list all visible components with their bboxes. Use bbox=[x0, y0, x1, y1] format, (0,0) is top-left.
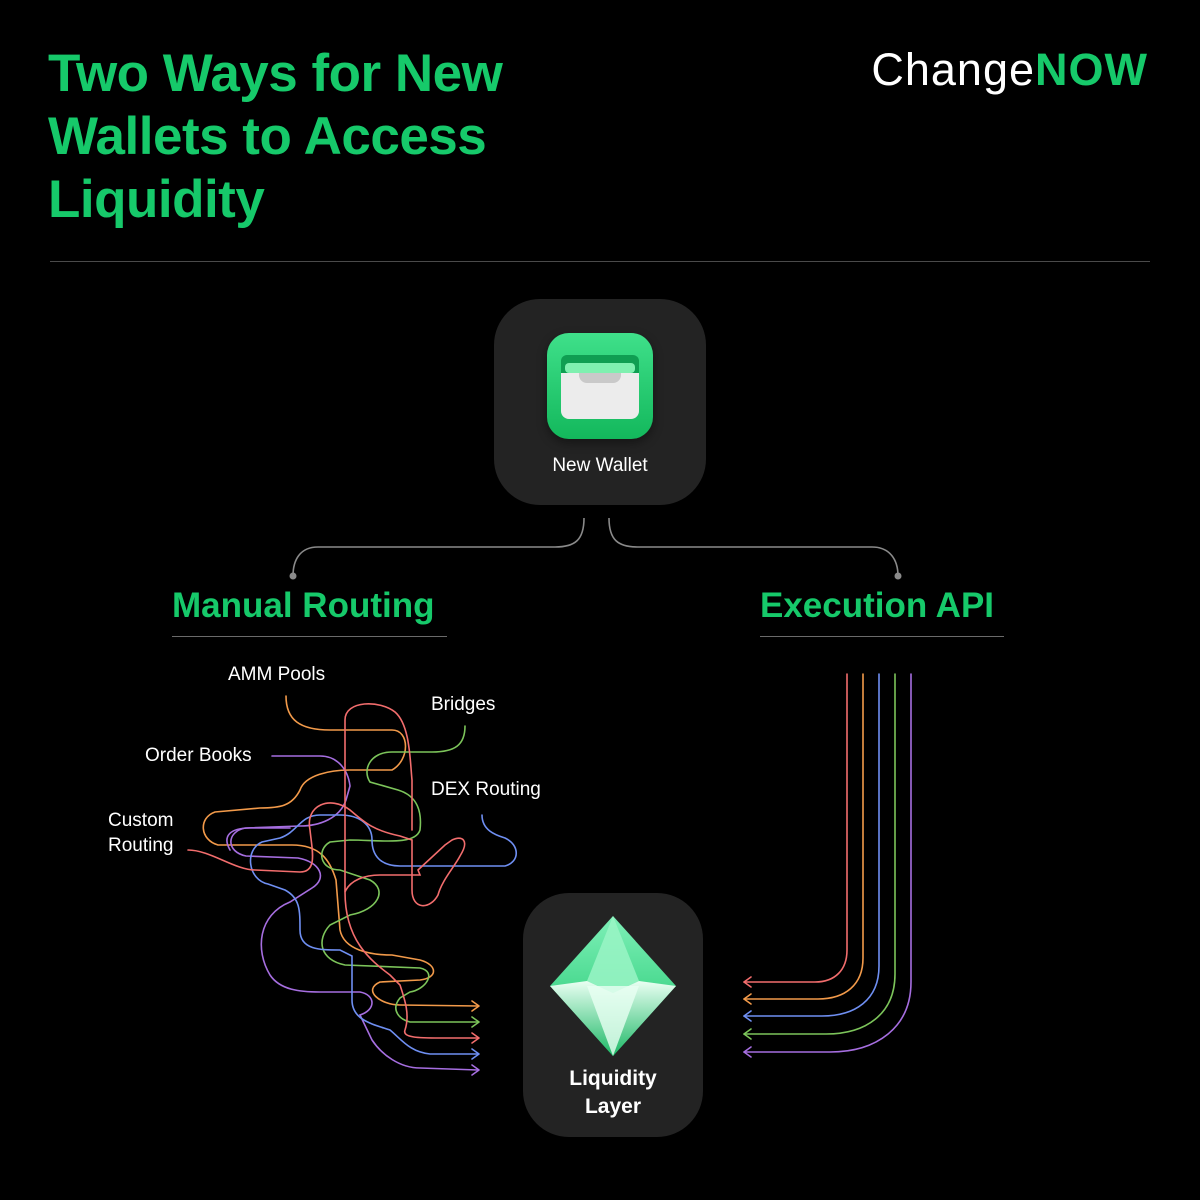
manual-arrowheads bbox=[471, 1000, 480, 1076]
branch-connectors bbox=[289, 517, 902, 580]
diamond-icon bbox=[550, 916, 676, 1056]
custom-route-line-2 bbox=[344, 891, 479, 1039]
api-line-blue bbox=[743, 673, 880, 1017]
connector-left bbox=[292, 517, 585, 577]
connector-left-dot bbox=[289, 572, 297, 580]
custom-route-line bbox=[187, 703, 466, 907]
amm-route-line bbox=[202, 695, 479, 1007]
arrowhead-blue bbox=[471, 1048, 480, 1060]
connector-right-dot bbox=[894, 572, 902, 580]
liquidity-label-line1: Liquidity bbox=[569, 1067, 657, 1090]
api-arrowhead-green bbox=[743, 1028, 752, 1040]
orderbooks-route-line bbox=[230, 755, 479, 1071]
manual-routing-tangle bbox=[187, 695, 518, 1071]
liquidity-layer-label: Liquidity Layer bbox=[523, 1065, 703, 1121]
manual-routing-heading: Manual Routing bbox=[172, 586, 447, 637]
arrowhead-orange bbox=[471, 1000, 480, 1012]
source-custom-line1: Custom bbox=[108, 810, 174, 831]
api-arrowhead-red bbox=[743, 976, 752, 988]
arrowhead-purple bbox=[471, 1064, 480, 1076]
dex-route-line bbox=[249, 814, 518, 1055]
title-divider bbox=[50, 261, 1150, 262]
api-arrowheads bbox=[743, 976, 752, 1058]
arrowhead-red bbox=[471, 1032, 480, 1044]
source-amm-pools: AMM Pools bbox=[228, 664, 326, 685]
wallet-icon bbox=[547, 333, 653, 439]
new-wallet-label: New Wallet bbox=[552, 455, 648, 476]
execution-api-heading: Execution API bbox=[760, 586, 1004, 637]
source-custom-line2: Routing bbox=[108, 835, 174, 856]
source-dex-routing: DEX Routing bbox=[431, 779, 541, 800]
liquidity-label-line2: Layer bbox=[584, 1095, 642, 1118]
page-title: Two Ways for New Wallets to Access Liqui… bbox=[48, 44, 503, 229]
api-line-red bbox=[743, 673, 848, 983]
source-order-books: Order Books bbox=[145, 745, 252, 766]
logo-part-change: Change bbox=[871, 44, 1036, 95]
execution-api-lines bbox=[743, 673, 912, 1053]
purple-route-extra bbox=[226, 827, 291, 851]
api-line-purple bbox=[743, 673, 912, 1053]
changenow-logo: ChangeNOW bbox=[871, 44, 1148, 96]
new-wallet-node: New Wallet bbox=[494, 299, 706, 505]
logo-part-now: NOW bbox=[1035, 44, 1148, 95]
source-bridges: Bridges bbox=[431, 694, 496, 715]
api-line-orange bbox=[743, 673, 864, 1000]
api-arrowhead-purple bbox=[743, 1046, 752, 1058]
liquidity-layer-node: Liquidity Layer bbox=[523, 893, 703, 1137]
source-custom-routing: Custom Routing bbox=[108, 808, 174, 858]
connector-right bbox=[608, 517, 899, 577]
api-arrowhead-orange bbox=[743, 993, 752, 1005]
bridges-route-line bbox=[320, 725, 479, 1023]
arrowhead-green bbox=[471, 1016, 480, 1028]
api-line-green bbox=[743, 673, 896, 1035]
api-arrowhead-blue bbox=[743, 1010, 752, 1022]
